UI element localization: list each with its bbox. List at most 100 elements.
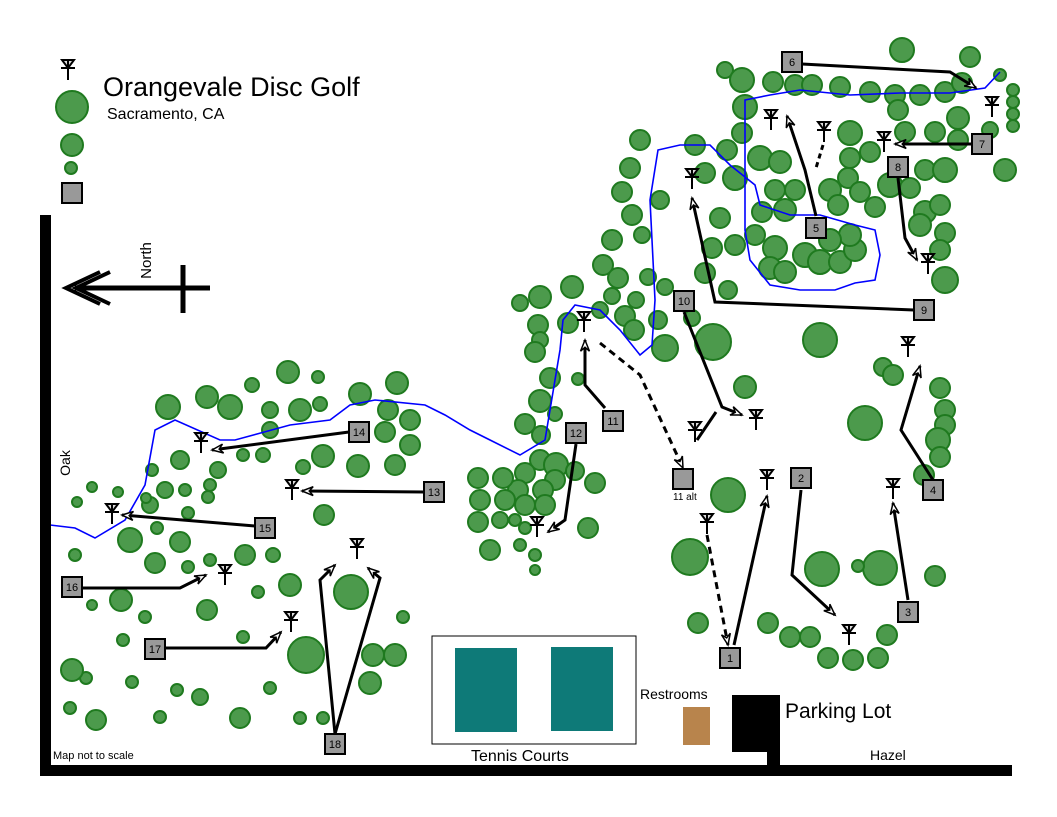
basket-icon bbox=[529, 516, 545, 537]
map-title: Orangevale Disc Golf bbox=[103, 72, 360, 102]
tree bbox=[887, 99, 909, 121]
basket-icon bbox=[763, 109, 779, 130]
tree bbox=[859, 81, 881, 103]
tree bbox=[924, 565, 946, 587]
arrow-head bbox=[759, 494, 770, 509]
tree bbox=[518, 521, 532, 535]
tree bbox=[153, 710, 167, 724]
tree bbox=[295, 459, 311, 475]
tree bbox=[837, 167, 859, 189]
basket-icon bbox=[699, 513, 715, 534]
tree bbox=[385, 371, 409, 395]
hole-number: 17 bbox=[149, 644, 161, 656]
tree bbox=[859, 141, 881, 163]
fairway-line bbox=[121, 513, 256, 528]
tee-hole-7 bbox=[971, 133, 993, 155]
tree bbox=[784, 179, 806, 201]
basket-icon bbox=[748, 409, 764, 430]
tree bbox=[276, 360, 300, 384]
tree bbox=[908, 213, 932, 237]
arrow-head bbox=[963, 77, 978, 90]
tree bbox=[508, 513, 522, 527]
tree bbox=[265, 547, 281, 563]
tree bbox=[467, 467, 489, 489]
tree bbox=[762, 235, 788, 261]
tree bbox=[60, 658, 84, 682]
tree bbox=[671, 538, 709, 576]
tree bbox=[528, 285, 552, 309]
hole-number: 10 bbox=[678, 296, 690, 308]
tree bbox=[773, 260, 797, 284]
tree bbox=[571, 372, 585, 386]
tree bbox=[86, 481, 98, 493]
arrow-head bbox=[209, 443, 225, 454]
tree bbox=[724, 234, 746, 256]
tree bbox=[829, 76, 851, 98]
tree bbox=[155, 394, 181, 420]
tree bbox=[278, 573, 302, 597]
tree bbox=[747, 145, 773, 171]
tree bbox=[584, 472, 606, 494]
arrow-head bbox=[579, 337, 591, 352]
hole-number: 1 bbox=[727, 653, 733, 665]
tee-hole-16 bbox=[61, 576, 83, 598]
tree bbox=[191, 688, 209, 706]
tennis-courts-label: Tennis Courts bbox=[471, 748, 569, 765]
tree bbox=[876, 624, 898, 646]
fairway-line bbox=[891, 502, 910, 601]
tree bbox=[169, 531, 191, 553]
basket-icon bbox=[349, 538, 365, 559]
tree bbox=[288, 398, 312, 422]
tree bbox=[467, 511, 489, 533]
tree bbox=[862, 550, 898, 586]
basket-icon bbox=[876, 131, 892, 152]
tree bbox=[491, 511, 509, 529]
tee-hole-14 bbox=[348, 421, 370, 443]
arrow-head bbox=[785, 114, 796, 129]
tree bbox=[170, 450, 190, 470]
tee-hole-15 bbox=[254, 517, 276, 539]
tree bbox=[733, 375, 757, 399]
tree bbox=[804, 551, 840, 587]
tree bbox=[557, 312, 579, 334]
tee-hole-11 bbox=[602, 410, 624, 432]
hole-number: 5 bbox=[813, 223, 819, 235]
arrow-head bbox=[911, 364, 922, 379]
basket-icon bbox=[900, 336, 916, 357]
hole-number: 12 bbox=[570, 428, 582, 440]
fairway-line bbox=[896, 177, 919, 261]
tree bbox=[779, 626, 801, 648]
arrow-head bbox=[193, 574, 208, 585]
tree bbox=[229, 707, 251, 729]
tree bbox=[650, 190, 670, 210]
tree bbox=[348, 382, 372, 406]
tree bbox=[547, 406, 563, 422]
tree bbox=[648, 310, 668, 330]
arrow-head bbox=[689, 196, 700, 211]
tree bbox=[374, 421, 396, 443]
tree bbox=[383, 643, 407, 667]
basket-icon bbox=[816, 121, 832, 142]
tree bbox=[592, 254, 614, 276]
tree bbox=[929, 239, 951, 261]
tree bbox=[263, 681, 277, 695]
tree bbox=[744, 224, 766, 246]
hole-number: 14 bbox=[353, 427, 365, 439]
tree bbox=[312, 396, 328, 412]
tree bbox=[203, 478, 217, 492]
tree bbox=[181, 560, 195, 574]
tree bbox=[156, 481, 174, 499]
tree bbox=[768, 150, 792, 174]
tree bbox=[601, 229, 623, 251]
tree bbox=[396, 610, 410, 624]
tree bbox=[528, 389, 552, 413]
tree bbox=[528, 548, 542, 562]
tee-hole-10 bbox=[673, 290, 695, 312]
tee-11-alt bbox=[672, 468, 694, 490]
tree bbox=[85, 709, 107, 731]
tree bbox=[929, 194, 951, 216]
arrow-head bbox=[720, 632, 732, 647]
arrow-head bbox=[907, 247, 918, 262]
map-subtitle: Sacramento, CA bbox=[107, 106, 225, 123]
tree bbox=[851, 559, 865, 573]
